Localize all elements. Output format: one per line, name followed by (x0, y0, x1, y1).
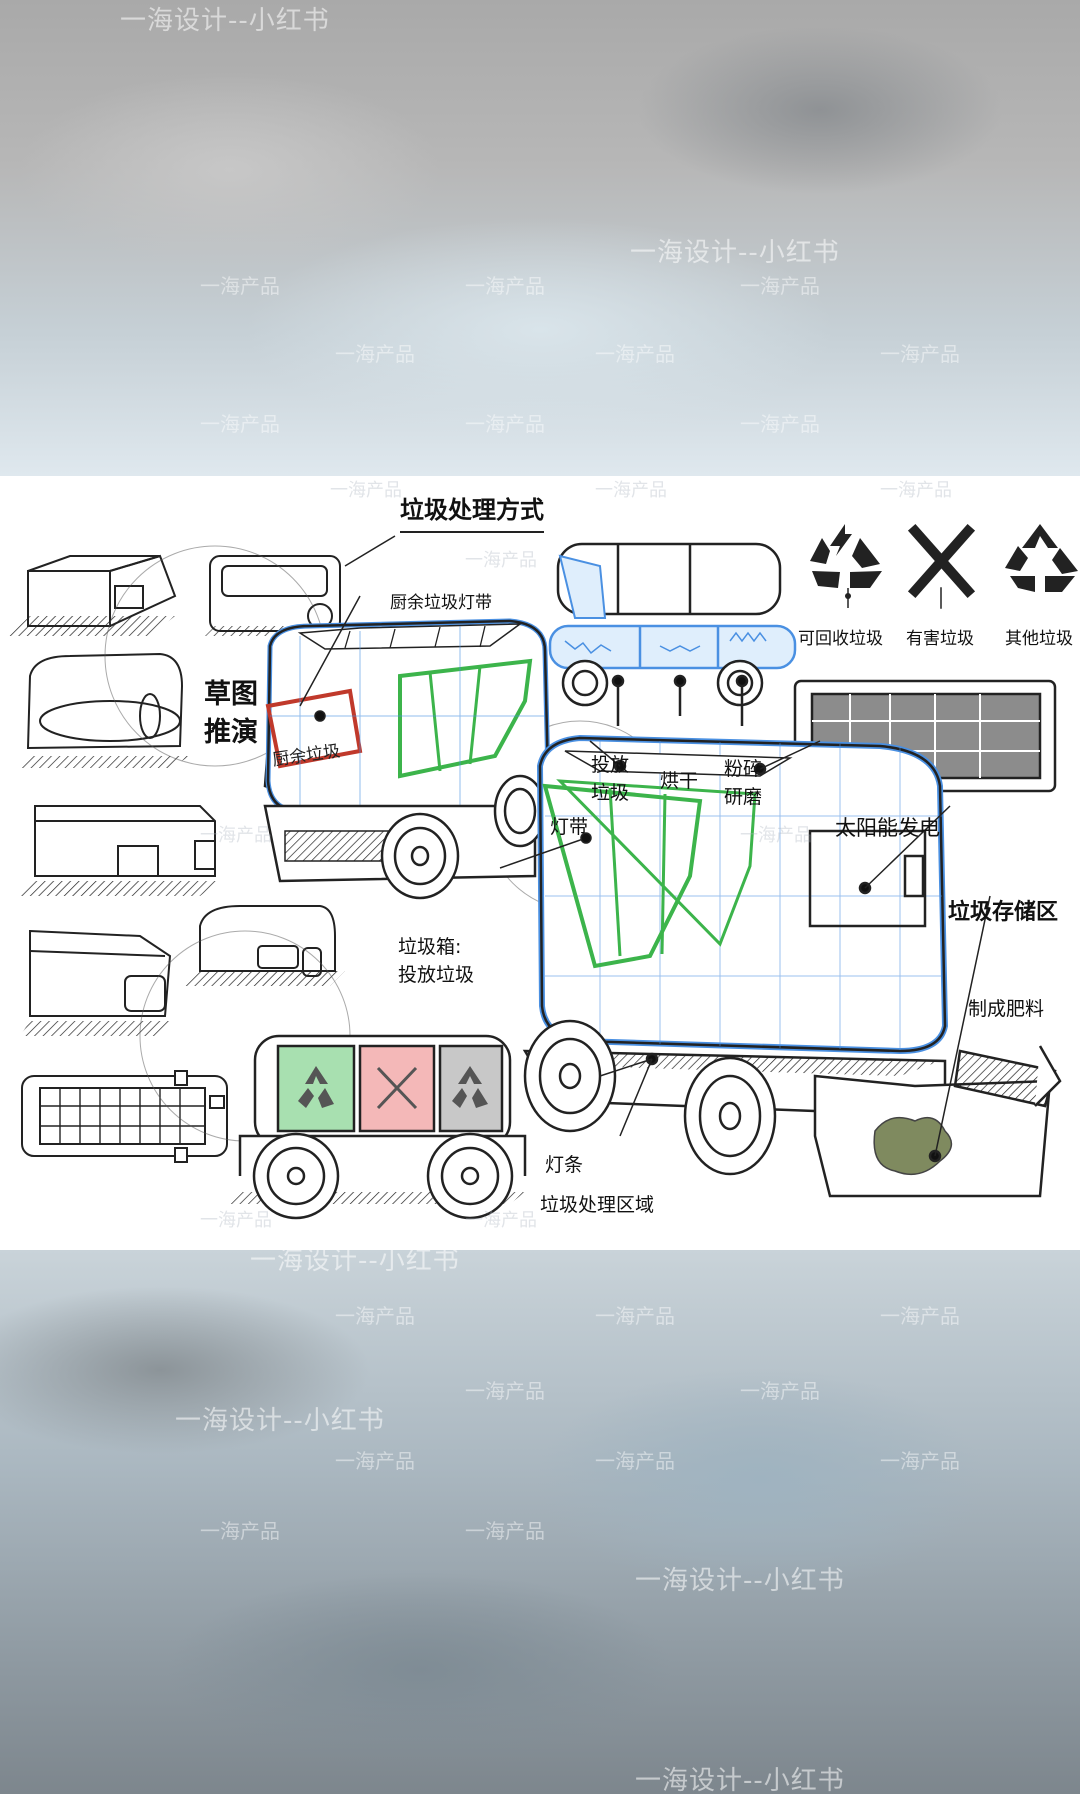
watermark: 一海产品 (465, 1519, 545, 1543)
label-solar: 太阳能发电 (835, 816, 940, 840)
watermark: 一海产品 (465, 1210, 537, 1231)
label-dry: 烘干 (660, 770, 699, 792)
label-drop-in-line-1: 投放 (590, 754, 629, 776)
watermark: 一海产品 (200, 1210, 272, 1231)
watermark: 一海产品 (335, 1304, 415, 1328)
sketch-van-1 (8, 554, 177, 636)
legend-recycle-icon (810, 524, 882, 608)
legend-other-recycle-icon (1005, 524, 1078, 592)
diagram-drawing (8, 523, 1078, 1220)
label-grind-line-2: 研磨 (723, 785, 762, 808)
legend-hazard-x-icon (907, 523, 976, 609)
blurred-background-top: 一海设计--小红书 一海设计--小红书 一海产品 一海产品 一海产品 一海产品 … (0, 0, 1080, 476)
sketch-label: 草图 推演 (204, 676, 258, 752)
watermark: 一海产品 (595, 480, 667, 501)
blurred-background-bottom: 一海设计--小红书 一海设计--小红书 一海设计--小红书 一海设计--小红书 … (0, 1250, 1080, 1794)
sketch-van-3 (20, 652, 190, 768)
label-grind-line-1: 粉碎 (723, 758, 762, 780)
label-light-strip: 灯条 (545, 1154, 584, 1176)
watermark: 一海产品 (465, 412, 545, 436)
label-light-band: 灯带 (550, 816, 589, 838)
diagram-panel: 一海产品 一海产品 一海产品 一海产品 一海产品 一海产品 一海产品 一海产品 … (0, 476, 1080, 1250)
legend-label-hazardous: 有害垃圾 (906, 629, 974, 649)
label-bin: 垃圾箱: (398, 936, 462, 958)
watermark: 一海产品 (200, 274, 280, 298)
label-kitchen-waste-light: 厨余垃圾灯带 (390, 593, 492, 613)
watermark: 一海设计--小红书 (175, 1406, 385, 1436)
watermark: 一海设计--小红书 (250, 1250, 460, 1276)
watermark: 一海产品 (880, 1449, 960, 1473)
watermark: 一海产品 (335, 1449, 415, 1473)
watermark: 一海产品 (740, 274, 820, 298)
main-vehicle (522, 734, 1062, 1198)
kitchen-waste-vehicle (263, 618, 551, 900)
watermark: 一海产品 (740, 412, 820, 436)
legend-label-other: 其他垃圾 (1005, 629, 1073, 649)
watermark: 一海产品 (200, 412, 280, 436)
watermark: 一海产品 (595, 342, 675, 366)
watermark: 一海产品 (880, 342, 960, 366)
watermark: 一海产品 (330, 480, 402, 501)
watermark: 一海产品 (740, 825, 812, 846)
watermark: 一海产品 (595, 1304, 675, 1328)
sketch-van-5 (185, 905, 345, 986)
diagram-title: 垃圾处理方式 (400, 490, 544, 533)
label-bin-drop: 投放垃圾 (398, 964, 475, 986)
watermark: 一海设计--小红书 (630, 238, 840, 268)
watermark: 一海产品 (200, 825, 272, 846)
legend-label-recyclable: 可回收垃圾 (798, 629, 883, 649)
label-fertilizer: 制成肥料 (968, 998, 1045, 1020)
watermark: 一海产品 (740, 1379, 820, 1403)
watermark: 一海产品 (880, 480, 952, 501)
label-storage: 垃圾存储区 (948, 900, 1059, 925)
watermark: 一海设计--小红书 (635, 1566, 845, 1596)
sketch-van-4 (20, 805, 220, 896)
watermark: 一海设计--小红书 (635, 1766, 845, 1794)
sketch-label-line-2: 推演 (204, 716, 258, 748)
label-grind: 粉碎 研磨 (718, 756, 768, 811)
watermark: 一海产品 (465, 274, 545, 298)
bin-hazard-icon (376, 1066, 418, 1110)
sketch-top-view (21, 1070, 228, 1163)
label-drop-in: 投放 垃圾 (585, 752, 635, 807)
label-drop-in-line-2: 垃圾 (590, 781, 629, 804)
label-processing-area: 垃圾处理区域 (540, 1194, 655, 1216)
bin-recycle-icon (298, 1066, 334, 1108)
watermark: 一海产品 (465, 1379, 545, 1403)
bin-vehicle (225, 1034, 527, 1220)
watermark: 一海产品 (880, 1304, 960, 1328)
watermark: 一海产品 (465, 550, 537, 571)
watermark: 一海产品 (595, 1449, 675, 1473)
watermark: 一海设计--小红书 (120, 6, 330, 36)
process-vehicle (548, 542, 797, 726)
watermark: 一海产品 (200, 1519, 280, 1543)
sketch-van-6 (20, 929, 175, 1036)
watermark: 一海产品 (335, 342, 415, 366)
sketch-label-line-1: 草图 (204, 679, 258, 710)
bin-other-icon (452, 1066, 488, 1108)
